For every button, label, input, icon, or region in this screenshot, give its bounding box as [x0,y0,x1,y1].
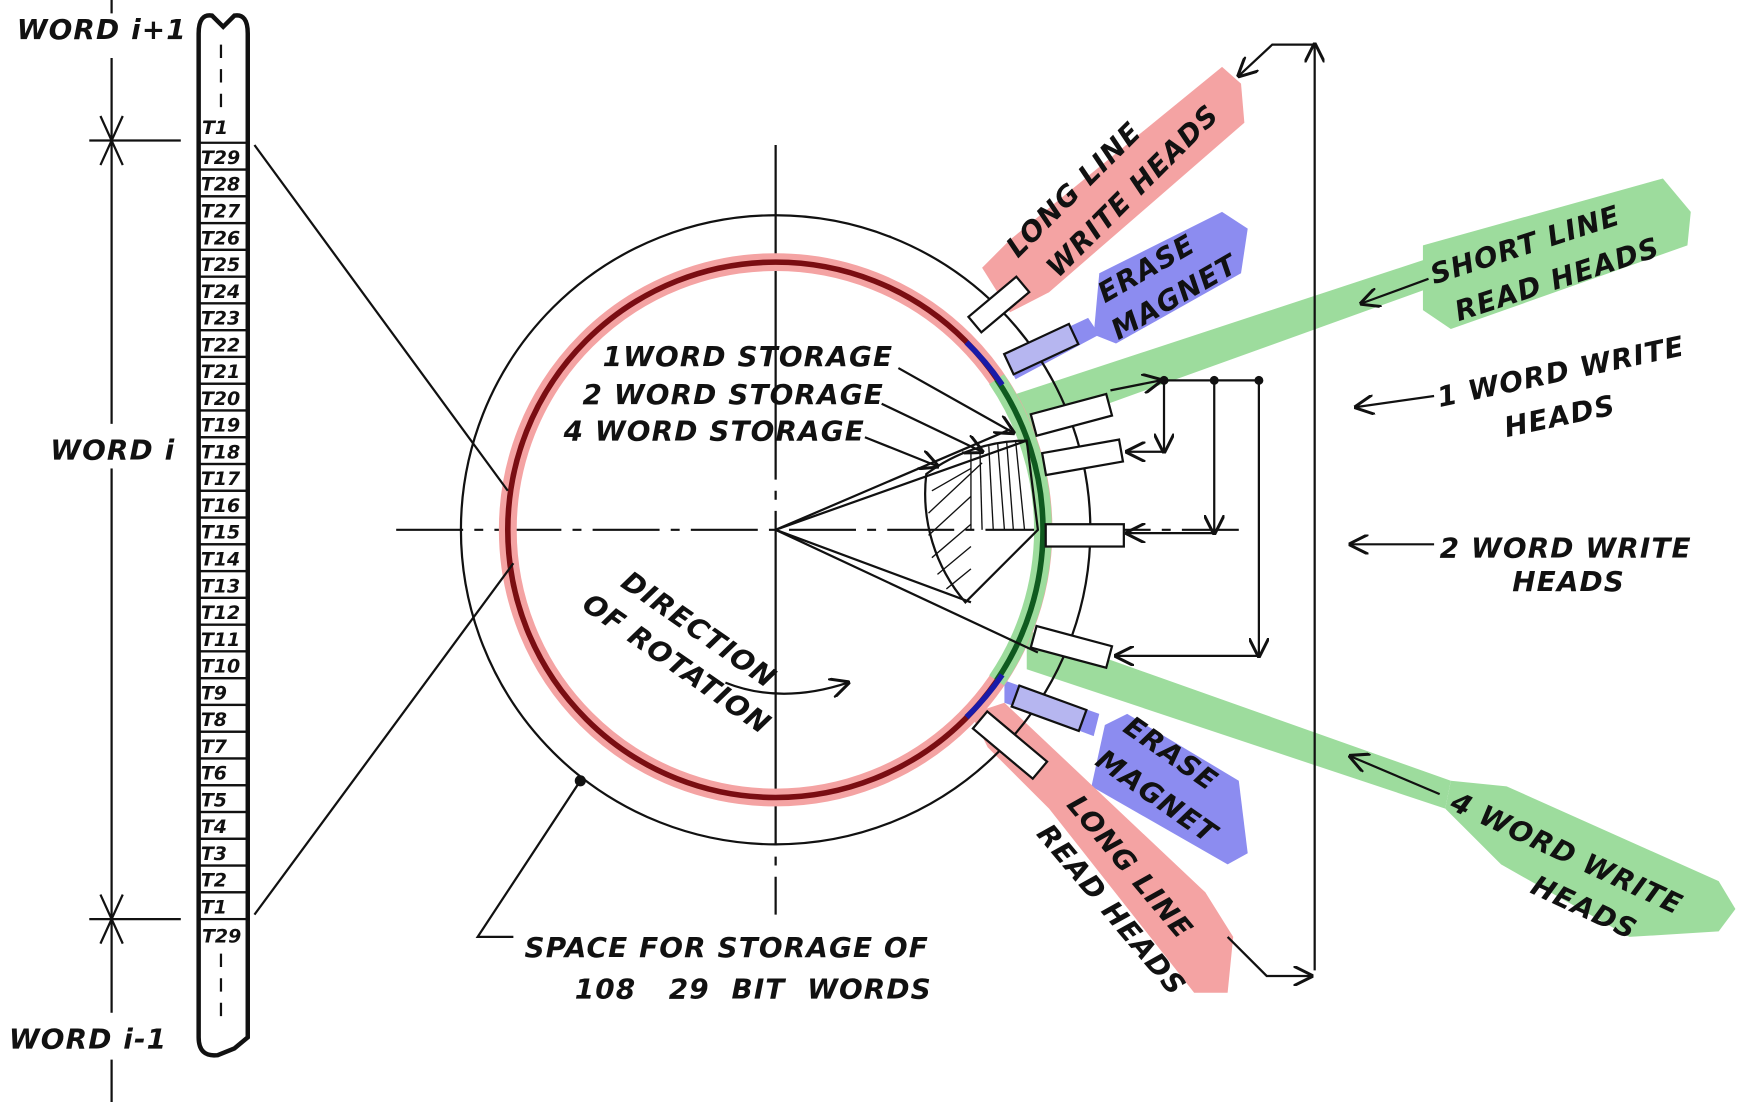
tape-cell-label: T17 [201,468,241,490]
two-word-label-2: HEADS [1512,565,1625,598]
tape-cell-label: T16 [201,495,240,517]
tape-cell-label: T25 [201,254,240,276]
long-line-write-highlight [982,66,1245,313]
two-word-write-head [1044,523,1125,548]
word-current-label: WORD i [50,434,175,467]
short-line-read-highlight [1422,178,1691,330]
tape-cell-label: T24 [201,281,240,303]
tape-cell-label: T28 [201,174,240,196]
short-line-track [994,377,1046,682]
tape-cell-label: T8 [201,709,227,731]
word-tape: T29T28T27T26T25T24T23T22T21T20T19T18T17T… [0,0,515,1102]
erase-track-bottom [964,673,1005,720]
tape-cell-label: T29 [201,147,240,169]
tape-cell-label: T1 [201,897,227,919]
short-line-beam [1010,256,1440,435]
tape-cell-label: T10 [201,656,240,678]
tape-cell [197,891,249,921]
tape-cell-label: T27 [201,201,241,223]
storage-4-label: 4 WORD STORAGE [563,415,865,448]
tape-cell-label: T5 [201,789,227,811]
word-below-label: WORD i-1 [9,1022,167,1055]
space-label-1: SPACE FOR STORAGE OF [525,931,929,964]
tape-cell-label: T13 [201,575,240,597]
long-line-write-head [966,275,1031,334]
word-above-label: WORD i+1 [17,13,187,46]
storage-2-label: 2 WORD STORAGE [583,378,884,411]
sector-hatching [928,440,1026,590]
label-highlights [970,66,1736,993]
dimension-lines [1110,45,1441,976]
two-word-label-1: 2 WORD WRITE [1440,532,1692,565]
tape-cell-label: T15 [201,522,240,544]
tape-top-cell: T1 [202,117,228,139]
space-pointer-dot [574,775,586,787]
four-word-beam [1026,630,1451,809]
tape-cell-label: T14 [201,549,240,571]
long-line-read-head [971,709,1049,781]
tape-cell-label: T23 [201,308,240,330]
tape-cell-label: T4 [201,816,227,838]
tape-cell-label: T6 [201,763,227,785]
tape-cell-label: T2 [201,870,227,892]
erase-bottom-highlight [1091,713,1248,865]
storage-1-label: 1WORD STORAGE [603,340,893,373]
four-word-write-head [1029,624,1114,670]
tape-cell-label: T12 [201,602,240,624]
one-word-write-head [1029,392,1114,438]
erase-magnet-bottom [1010,684,1088,733]
erase-track-top [964,340,1005,387]
erase-top-highlight [1093,211,1248,344]
tape-cell-label: T19 [201,415,240,437]
erase-magnet-top [1002,322,1080,376]
heads [966,275,1125,781]
tape-cell-label: T26 [201,227,240,249]
four-word-highlight [1445,780,1736,937]
tape-cell-label: T20 [201,388,240,410]
tape-cell-label: T21 [201,361,240,383]
tape-cell-label: T3 [201,843,227,865]
one-word-write-head-2 [1040,438,1125,477]
tape-cell-label: T18 [201,441,240,463]
tape-bottom-cell: T29 [202,926,241,948]
tape-outline [196,13,250,1058]
space-label-2: 108 29 BIT WORDS [575,972,932,1005]
tape-cell-label: T9 [201,682,227,704]
tape-cell-label: T22 [201,334,240,356]
tape-cell-label: T7 [201,736,228,758]
tape-cell-label: T11 [201,629,240,651]
